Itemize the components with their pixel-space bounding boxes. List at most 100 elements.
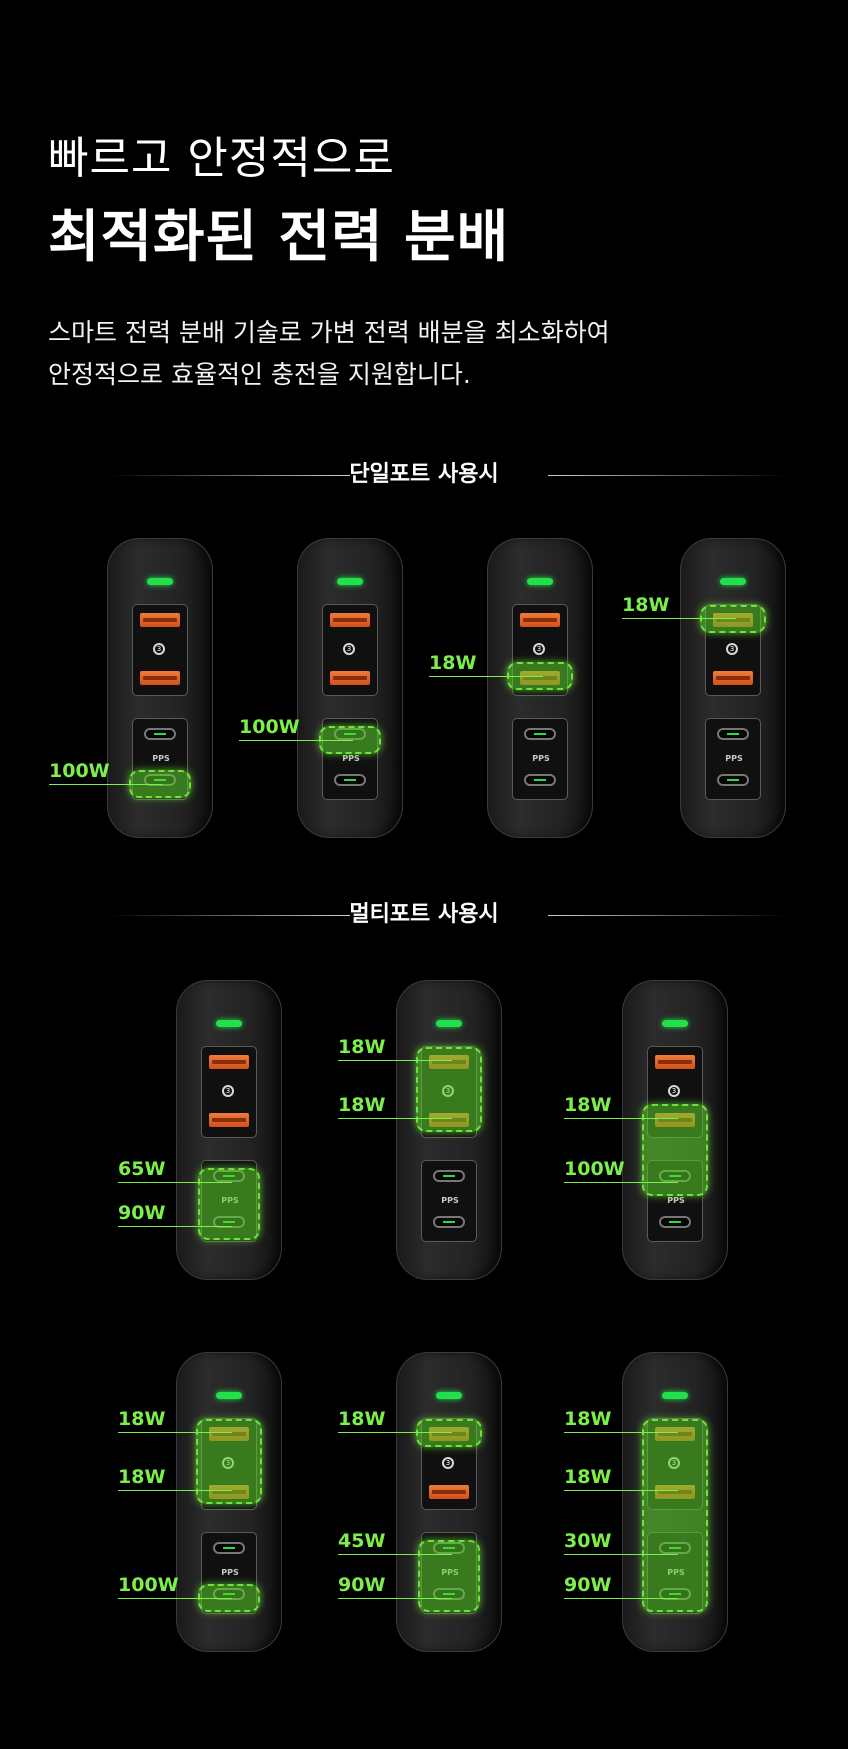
active-port-highlight [418,1540,480,1612]
usb-a-port-icon [429,1485,469,1499]
usb-a-port-icon [209,1055,249,1069]
power-label: 100W [49,760,110,782]
quick-charge-icon: 3 [533,643,545,655]
power-led-icon [662,1392,688,1399]
power-pointer-line [564,1432,678,1433]
power-pointer-line [118,1598,232,1599]
description: 스마트 전력 분배 기술로 가변 전력 배분을 최소화하여 안정적으로 효율적인… [48,312,610,396]
power-led-icon [527,578,553,585]
section-divider-multi: 멀티포트 사용시 [0,900,848,930]
usb-c-port-icon [659,1216,691,1228]
pps-label: PPS [221,1568,239,1577]
usb-a-port-icon [520,613,560,627]
usb-a-port-icon [713,671,753,685]
usb-c-panel: PPS [512,718,568,800]
divider-line-left [110,475,350,476]
usb-c-port-icon [334,774,366,786]
power-pointer-line [338,1432,452,1433]
power-pointer-line [118,1490,232,1491]
usb-a-port-icon [209,1113,249,1127]
divider-line-right [548,915,788,916]
power-label: 18W [338,1408,386,1430]
usb-a-port-icon [330,613,370,627]
power-pointer-line [338,1598,452,1599]
power-label: 90W [118,1202,166,1224]
power-label: 45W [338,1530,386,1552]
usb-a-panel: 3 [322,604,378,696]
power-label: 18W [564,1094,612,1116]
power-led-icon [216,1020,242,1027]
pps-label: PPS [342,754,360,763]
power-label: 18W [622,594,670,616]
usb-c-port-icon [717,774,749,786]
power-label: 100W [239,716,300,738]
power-led-icon [436,1392,462,1399]
power-label: 30W [564,1530,612,1552]
power-pointer-line [564,1182,678,1183]
quick-charge-icon: 3 [222,1085,234,1097]
power-pointer-line [564,1554,678,1555]
usb-c-port-icon [524,728,556,740]
power-label: 18W [564,1466,612,1488]
power-pointer-line [338,1554,452,1555]
power-pointer-line [564,1118,678,1119]
active-port-highlight [416,1047,482,1132]
headline-line1: 빠르고 안정적으로 [48,133,395,184]
usb-a-port-icon [140,671,180,685]
power-label: 100W [118,1574,179,1596]
power-label: 18W [338,1036,386,1058]
usb-c-panel: PPS [705,718,761,800]
power-label: 18W [429,652,477,674]
power-pointer-line [338,1118,452,1119]
quick-charge-icon: 3 [343,643,355,655]
power-label: 18W [564,1408,612,1430]
power-label: 18W [118,1466,166,1488]
power-label: 18W [118,1408,166,1430]
usb-a-port-icon [140,613,180,627]
usb-c-port-icon [717,728,749,740]
section-label-multi: 멀티포트 사용시 [349,902,499,927]
power-pointer-line [118,1226,232,1227]
power-label: 90W [564,1574,612,1596]
active-port-highlight [196,1419,262,1504]
power-pointer-line [49,784,163,785]
usb-c-port-icon [433,1216,465,1228]
power-label: 100W [564,1158,625,1180]
power-led-icon [720,578,746,585]
power-pointer-line [118,1182,232,1183]
power-led-icon [436,1020,462,1027]
power-label: 18W [338,1094,386,1116]
active-port-highlight [198,1168,260,1240]
power-pointer-line [338,1060,452,1061]
usb-a-port-icon [330,671,370,685]
quick-charge-icon: 3 [442,1457,454,1469]
usb-c-port-icon [433,1170,465,1182]
power-led-icon [662,1020,688,1027]
usb-a-panel: 3 [132,604,188,696]
divider-line-right [548,475,788,476]
active-port-highlight [642,1419,708,1612]
power-pointer-line [118,1432,232,1433]
active-port-highlight [642,1104,708,1196]
pps-label: PPS [441,1196,459,1205]
power-label: 65W [118,1158,166,1180]
pps-label: PPS [532,754,550,763]
power-pointer-line [429,676,543,677]
usb-c-panel: PPS [421,1160,477,1242]
power-pointer-line [622,618,736,619]
headline-line2: 최적화된 전력 분배 [48,205,510,270]
description-line2: 안정적으로 효율적인 충전을 지원합니다. [48,360,471,389]
section-label-single: 단일포트 사용시 [349,462,499,487]
quick-charge-icon: 3 [726,643,738,655]
usb-c-port-icon [144,728,176,740]
pps-label: PPS [152,754,170,763]
section-divider-single: 단일포트 사용시 [0,460,848,490]
power-led-icon [147,578,173,585]
power-led-icon [337,578,363,585]
power-pointer-line [239,740,353,741]
description-line1: 스마트 전력 분배 기술로 가변 전력 배분을 최소화하여 [48,318,610,347]
usb-a-panel: 3 [201,1046,257,1138]
power-pointer-line [564,1598,678,1599]
